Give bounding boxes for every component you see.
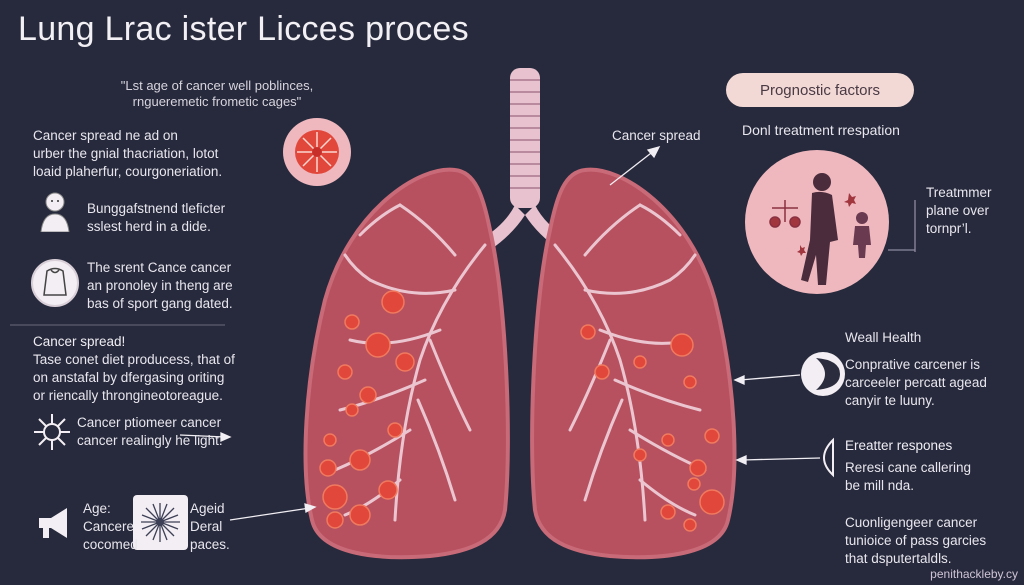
arrow-head	[733, 374, 745, 386]
person-bald-icon	[33, 188, 77, 233]
person-icon	[801, 173, 838, 285]
sparkle-icon	[797, 245, 806, 256]
arrow-head	[220, 431, 232, 443]
watermark: penithackleby.cy	[930, 567, 1018, 581]
arrow-head	[304, 503, 317, 514]
bottom-right-block: Cuonligengeer cancer tunioice of pass ga…	[845, 515, 987, 566]
arrow-head	[735, 454, 747, 466]
half-circle-icon	[823, 437, 834, 478]
left-block-stage: The srent Cance cancer an pronoley in th…	[87, 260, 233, 311]
tumor	[594, 364, 610, 380]
tumor	[365, 332, 391, 358]
tumor	[661, 433, 675, 447]
tumor	[395, 352, 415, 372]
left-block-age: Age: Cancere cocomed	[83, 501, 138, 552]
intro-quote: "Lst age of cancer well poblinces, rngue…	[112, 78, 322, 110]
page-title: Lung Lrac ister Licces proces	[18, 10, 469, 48]
health-block: Conprative carcener is carceeler percatt…	[845, 357, 987, 408]
right-tumors	[580, 324, 725, 532]
cancer-cell-icon	[283, 118, 351, 186]
treatment-title: Donl treatment rrespation	[742, 122, 900, 138]
virus-icon	[32, 412, 72, 452]
arrow-head	[646, 145, 661, 159]
left-tumors	[319, 290, 415, 529]
tumor	[689, 459, 707, 477]
quote-line: rngueremetic frometic cages"	[132, 94, 302, 109]
starburst-icon	[133, 495, 188, 550]
tumor	[580, 324, 596, 340]
tumor	[683, 518, 697, 532]
left-block-age-right: Ageid Deral paces.	[190, 501, 230, 552]
health-header: Weall Health	[845, 330, 922, 345]
tumor	[633, 355, 647, 369]
tumor	[381, 290, 405, 314]
left-block-light: Cancer ptiomeer cancer cancer realingly …	[77, 415, 223, 448]
tumor	[359, 386, 377, 404]
response-block: Ereatter respones Reresi cane callering …	[845, 438, 972, 493]
left-block-symptoms: Bunggafstnend tleficter sslest herd in a…	[87, 201, 226, 234]
tumor	[349, 449, 371, 471]
left-block-spread: Cancer spread ne ad on urber the gnial t…	[33, 128, 223, 179]
moon-icon	[801, 352, 845, 396]
tumor	[344, 314, 360, 330]
body-outline-icon	[31, 259, 79, 307]
tumor	[323, 433, 337, 447]
tumor	[322, 484, 348, 510]
tumor	[699, 489, 725, 515]
tumor	[345, 403, 359, 417]
megaphone-icon	[33, 500, 77, 544]
tumor	[660, 504, 676, 520]
tumor	[387, 422, 403, 438]
quote-line: "Lst age of cancer well poblinces,	[120, 78, 314, 93]
tumor	[687, 477, 701, 491]
sparkle-icon	[844, 193, 856, 207]
child-icon	[853, 212, 871, 258]
tumor	[670, 333, 694, 357]
cancer-spread-label: Cancer spread	[612, 128, 701, 143]
tumor	[378, 480, 398, 500]
tumor	[683, 375, 697, 389]
arrows	[179, 145, 916, 521]
tumor	[337, 364, 353, 380]
treatment-circle	[745, 150, 889, 294]
prognostic-factors-pill: Prognostic factors	[726, 73, 914, 107]
tumor	[633, 448, 647, 462]
scale-icon	[769, 200, 801, 228]
trachea	[480, 68, 570, 250]
right-bronchi	[553, 203, 707, 522]
tumor	[319, 459, 337, 477]
tumor	[326, 511, 344, 529]
left-block-cancer-spread: Cancer spread! Tase conet diet producess…	[33, 334, 235, 403]
treatment-note: Treatmmer plane over tornpr’l.	[926, 185, 992, 236]
tumor	[349, 504, 371, 526]
tumor	[704, 428, 720, 444]
